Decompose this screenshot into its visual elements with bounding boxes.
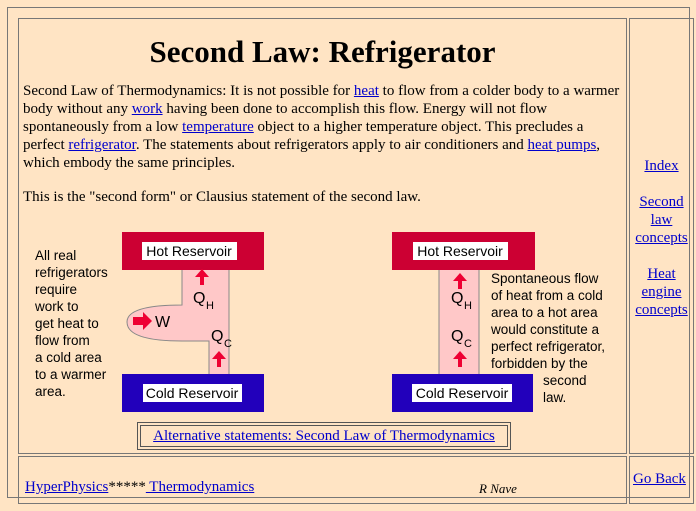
heat-engine-concepts-link[interactable]: Heat engine concepts — [635, 266, 688, 318]
page-frame: Second Law: Refrigerator Second Law of T… — [7, 7, 694, 504]
alternative-statements-inner: Alternative statements: Second Law of Th… — [140, 425, 508, 447]
refrigerator-link[interactable]: refrigerator — [68, 137, 136, 153]
alternative-statements-box: Alternative statements: Second Law of Th… — [137, 422, 511, 450]
left-arrow-up-lower-icon — [212, 351, 226, 367]
heat-link[interactable]: heat — [353, 83, 379, 99]
svg-text:a cold area: a cold area — [35, 350, 102, 365]
right-hot-label-box — [413, 242, 508, 260]
left-cold-label-box — [143, 384, 242, 402]
heat-pumps-link[interactable]: heat pumps — [527, 137, 597, 153]
left-diagram: Hot Reservoir Cold Reservoir W Q H Q C A… — [34, 232, 264, 412]
right-diagram: Hot Reservoir Cold Reservoir Q H Q C Spo… — [392, 232, 605, 412]
left-qc-subscript: C — [224, 338, 232, 350]
svg-text:Spontaneous flow: Spontaneous flow — [491, 271, 599, 286]
left-caption: All real refrigerators require work to g… — [34, 248, 108, 399]
left-cold-label: Cold Reservoir — [146, 385, 239, 401]
work-arrow-right-icon — [133, 312, 152, 330]
svg-text:area to a hot area: area to a hot area — [491, 305, 598, 320]
side-links: Index Second law concepts Heat engine co… — [630, 157, 693, 337]
right-qc-label: Q — [451, 328, 463, 345]
svg-text:perfect refrigerator,: perfect refrigerator, — [491, 339, 605, 354]
svg-text:second: second — [543, 373, 587, 388]
right-hot-label: Hot Reservoir — [417, 243, 503, 259]
left-hot-label-box — [142, 242, 237, 260]
left-qc-label: Q — [211, 328, 223, 345]
right-arrow-up-lower-icon — [453, 351, 467, 367]
right-caption: Spontaneous flow of heat from a cold are… — [490, 271, 605, 405]
thermodynamics-link[interactable]: Thermodynamics — [145, 479, 255, 495]
right-qh-label: Q — [451, 290, 463, 307]
right-arrow-up-icon — [453, 273, 467, 289]
go-back-cell: Go Back — [629, 456, 694, 504]
right-qc-subscript: C — [464, 338, 472, 350]
svg-text:forbidden by the: forbidden by the — [491, 356, 588, 371]
left-qh-label: Q — [193, 290, 205, 307]
go-back-link[interactable]: Go Back — [633, 471, 686, 487]
right-cold-label-box — [412, 384, 512, 402]
svg-text:flow from: flow from — [35, 333, 90, 348]
second-law-concepts-link[interactable]: Second law concepts — [635, 194, 688, 246]
work-link[interactable]: work — [131, 101, 163, 117]
footer: HyperPhysics***** Thermodynamics R Nave — [18, 456, 627, 504]
footer-links: HyperPhysics***** Thermodynamics — [25, 479, 254, 496]
intro-paragraph: Second Law of Thermodynamics: It is not … — [23, 83, 620, 171]
footer-stars: ***** — [108, 479, 146, 495]
alternative-statements-link[interactable]: Alternative statements: Second Law of Th… — [153, 428, 495, 444]
page-title: Second Law: Refrigerator — [149, 34, 496, 69]
svg-text:to a warmer: to a warmer — [35, 367, 107, 382]
refrigerator-diagrams: Hot Reservoir Cold Reservoir W Q H Q C A… — [34, 232, 605, 412]
left-hot-label: Hot Reservoir — [146, 243, 232, 259]
hyperphysics-link[interactable]: HyperPhysics — [25, 479, 109, 495]
svg-text:of heat from a cold: of heat from a cold — [491, 288, 603, 303]
left-qh-subscript: H — [206, 300, 214, 312]
index-link[interactable]: Index — [644, 158, 679, 174]
svg-text:would constitute a: would constitute a — [490, 322, 600, 337]
svg-text:area.: area. — [35, 384, 66, 399]
svg-text:law.: law. — [543, 390, 566, 405]
right-cold-label: Cold Reservoir — [416, 385, 509, 401]
svg-text:All real: All real — [35, 248, 76, 263]
left-flow-pipe — [126, 268, 230, 376]
svg-text:require: require — [35, 282, 77, 297]
left-arrow-up-icon — [195, 269, 209, 285]
work-label: W — [155, 314, 171, 331]
svg-text:work to: work to — [34, 299, 79, 314]
side-navigation: Index Second law concepts Heat engine co… — [629, 18, 694, 454]
main-content: Second Law: Refrigerator Second Law of T… — [18, 18, 627, 454]
clausius-paragraph: This is the "second form" or Clausius st… — [23, 189, 421, 205]
svg-text:refrigerators: refrigerators — [35, 265, 108, 280]
right-qh-subscript: H — [464, 300, 472, 312]
svg-text:get heat to: get heat to — [35, 316, 99, 331]
temperature-link[interactable]: temperature — [182, 119, 254, 135]
author-credit: R Nave — [479, 481, 517, 496]
